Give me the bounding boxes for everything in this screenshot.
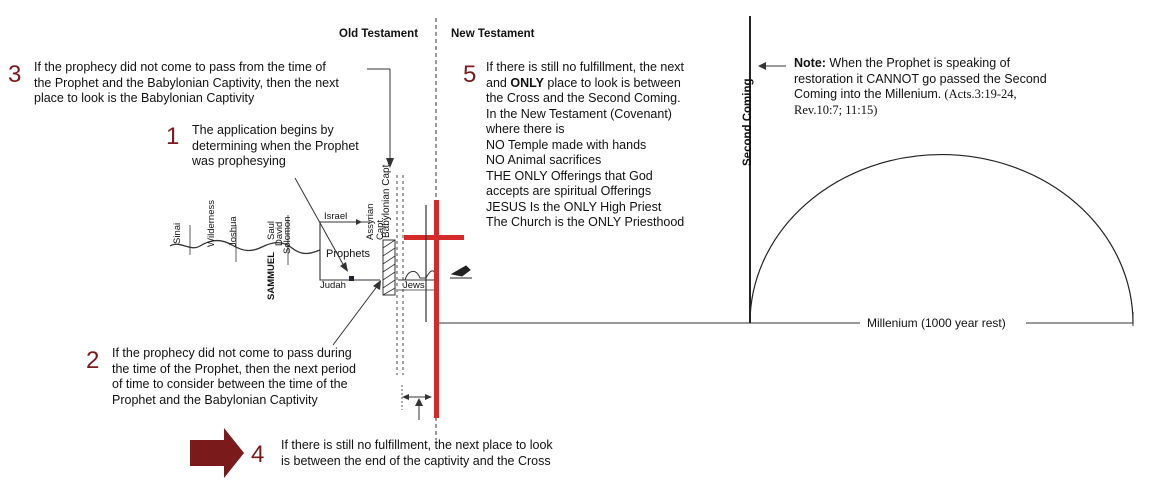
step-1-number: 1: [166, 123, 180, 150]
new-testament-header: New Testament: [451, 28, 535, 40]
label-jews: Jews: [403, 280, 425, 291]
note-text: Note: When the Prophet is speaking of re…: [794, 56, 1074, 118]
old-testament-header: Old Testament: [339, 28, 419, 40]
step-3-text: If the prophecy did not come to pass fro…: [34, 60, 339, 105]
step-5-text: If there is still no fulfillment, the ne…: [486, 60, 726, 231]
cross-horizontal: [404, 235, 464, 240]
note-refs: (Acts.3:19-24, Rev.10:7; 11:15): [794, 87, 1017, 117]
tomb-icon: [450, 265, 472, 279]
step-2-text: If the prophecy did not come to pass dur…: [112, 346, 356, 407]
step-1-text: The application begins by determining wh…: [192, 123, 359, 168]
step-5-body: place to look is between the Cross and t…: [486, 75, 685, 230]
label-sinai: Sinai: [172, 222, 183, 244]
label-sammuel: SAMMUEL: [266, 251, 277, 300]
pointer-2-head: [373, 280, 381, 290]
captivity-block: [382, 239, 396, 296]
note-body: When the Prophet is speaking of restorat…: [794, 56, 1047, 101]
step-4-number: 4: [251, 441, 265, 468]
label-babylonian-capt: Babylonian Capt.: [381, 161, 392, 238]
big-red-arrow-icon: [190, 428, 244, 478]
step-5-emphasis: ONLY: [510, 75, 544, 90]
label-israel: Israel: [324, 211, 348, 222]
pointer-4-left: [402, 394, 409, 400]
pointer-1-head: [340, 262, 348, 272]
label-judah: Judah: [320, 280, 346, 291]
pointer-1: [294, 177, 345, 267]
note-arrowhead: [758, 62, 766, 70]
cross-vertical: [434, 200, 439, 418]
note-label: Note:: [794, 56, 826, 70]
israel-arrowhead: [356, 219, 362, 225]
label-prophets: Prophets: [326, 248, 371, 260]
step-3-number: 3: [8, 61, 22, 88]
return-curve: [398, 270, 437, 281]
prophet-marker: [349, 276, 354, 281]
history-wavy-line: [169, 239, 321, 255]
label-joshua: Joshua: [228, 216, 239, 247]
pointer-4-uphead: [415, 398, 423, 406]
pointer-2: [332, 284, 379, 346]
pointer-4-right: [425, 394, 432, 400]
step-2-number: 2: [86, 347, 100, 374]
second-coming-label: Second Coming: [742, 78, 754, 166]
pointer-3-head: [386, 158, 394, 168]
millenium-label: Millenium (1000 year rest): [864, 316, 1009, 332]
label-wilderness: Wilderness: [206, 200, 217, 247]
step-5-lead: If there is still no fulfillment, the ne…: [486, 60, 685, 90]
label-solomon: Solomon: [282, 216, 293, 255]
millenium-arc: [749, 154, 1134, 324]
step-5-number: 5: [463, 61, 477, 88]
step-4-text: If there is still no fulfillment, the ne…: [281, 438, 553, 468]
